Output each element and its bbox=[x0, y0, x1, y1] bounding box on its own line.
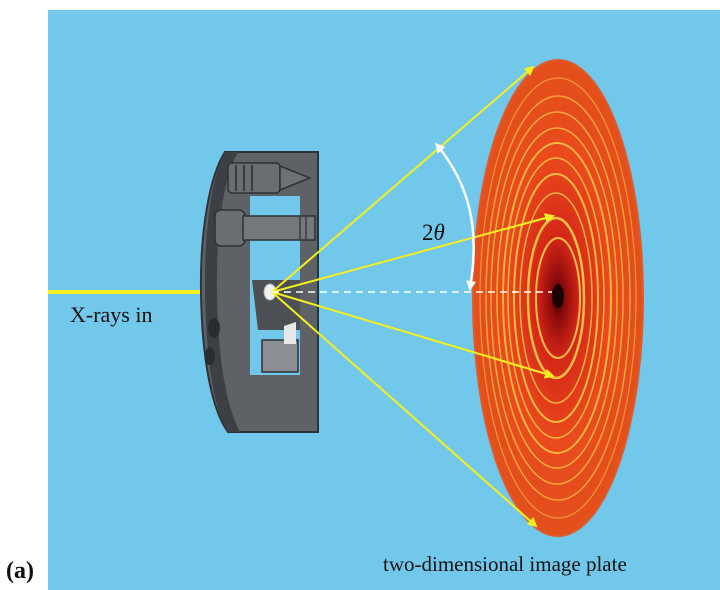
diffraction-rings bbox=[479, 77, 637, 519]
angle-label-symbol: θ bbox=[433, 220, 445, 245]
angle-arc bbox=[435, 142, 477, 291]
detector-label: two-dimensional image plate bbox=[383, 552, 627, 576]
panel-label: (a) bbox=[6, 558, 34, 584]
incoming-beam-label: X-rays in bbox=[70, 302, 153, 327]
sample-holder-icon bbox=[199, 151, 319, 433]
angle-label: 2θ bbox=[422, 220, 445, 246]
image-plate-icon bbox=[472, 59, 644, 537]
diffracted-beams bbox=[271, 65, 555, 528]
angle-label-prefix: 2 bbox=[422, 220, 434, 245]
